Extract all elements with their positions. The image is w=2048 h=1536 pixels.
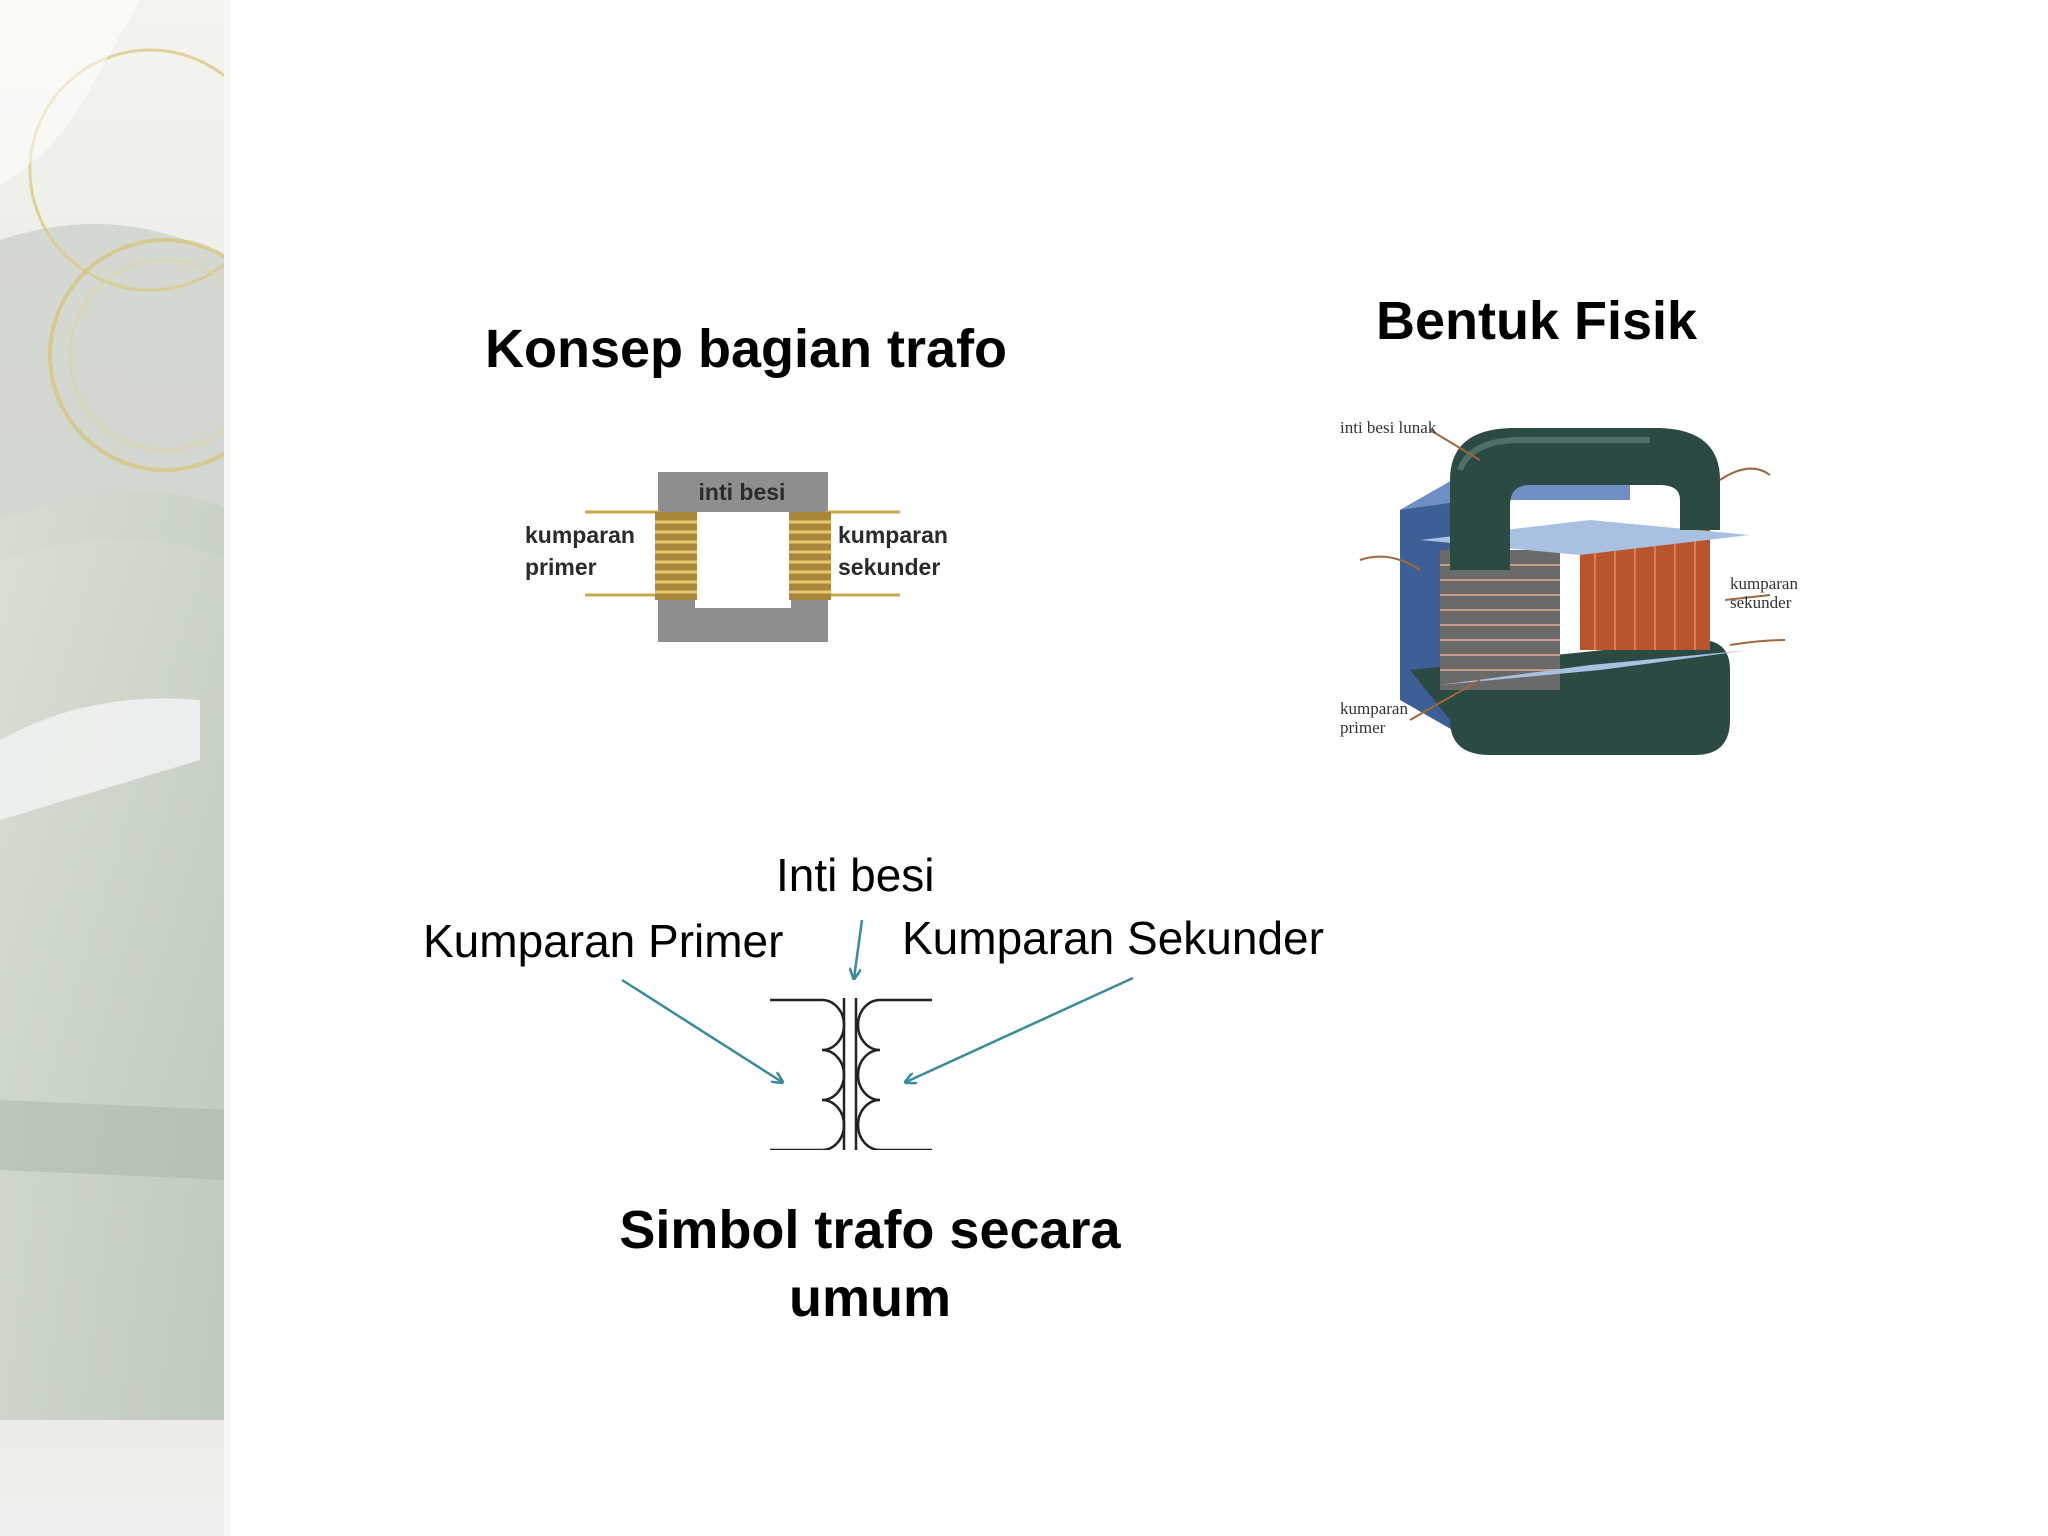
physical-primary-coil (1440, 550, 1560, 690)
symbol-secondary-label: Kumparan Sekunder (902, 912, 1324, 964)
symbol-core-label: Inti besi (776, 849, 935, 901)
symbol-secondary-winding (856, 998, 932, 1150)
physical-iron-core (1450, 428, 1720, 570)
symbol-primary-label: Kumparan Primer (423, 915, 784, 967)
transformer-symbol (621, 920, 1134, 1150)
physical-primary-label-1: kumparan (1340, 699, 1408, 718)
concept-primary-label-2: primer (525, 554, 597, 580)
arrow-primary (621, 978, 782, 1082)
symbol-arrows (621, 920, 1134, 1082)
physical-title: Bentuk Fisik (1376, 291, 1698, 351)
physical-core-label: inti besi lunak (1340, 418, 1437, 437)
physical-secondary-label-2: sekunder (1730, 593, 1792, 612)
concept-primary-label-1: kumparan (525, 522, 635, 548)
physical-primary-label-2: primer (1340, 718, 1386, 737)
concept-title: Konsep bagian trafo (485, 319, 1008, 379)
car-background-graphic (0, 0, 230, 1536)
symbol-primary-winding (770, 998, 846, 1150)
arrow-secondary (906, 976, 1134, 1082)
secondary-coil (789, 510, 900, 600)
physical-diagram: inti besi lunak kumparan sekunder kumpar… (1340, 418, 1798, 755)
symbol-title-line1: Simbol trafo secara (619, 1200, 1121, 1260)
arrow-core (854, 920, 864, 978)
symbol-title-line2: umum (789, 1268, 951, 1328)
symbol-title: Simbol trafo secara umum (560, 1196, 1180, 1332)
decorative-sidebar (0, 0, 230, 1536)
concept-diagram: inti besi kumparan primer kumparan sekun… (525, 472, 948, 642)
concept-core-label: inti besi (699, 479, 786, 505)
concept-secondary-label-1: kumparan (838, 522, 948, 548)
concept-secondary-label-2: sekunder (838, 554, 940, 580)
symbol-core (842, 998, 858, 1150)
primary-coil (585, 510, 697, 600)
physical-secondary-label-1: kumparan (1730, 574, 1798, 593)
